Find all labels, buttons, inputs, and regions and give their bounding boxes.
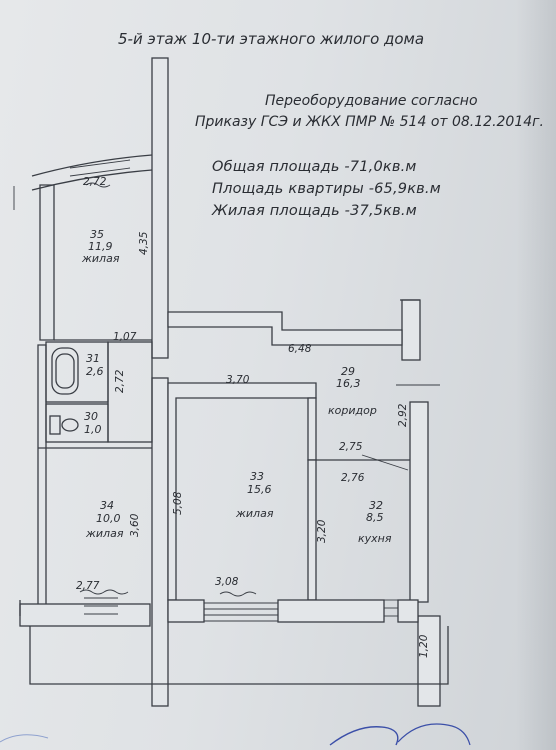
room-34-area: 10,0 <box>96 512 121 525</box>
wall-bottom-mid2 <box>277 599 385 623</box>
wall-corridor-top <box>167 311 403 346</box>
room-29-area: 16,3 <box>336 377 361 390</box>
room-35-number: 35 <box>90 228 104 241</box>
dim-kitchen-top: 2,75 <box>339 441 363 453</box>
room-31-number: 31 <box>86 352 100 365</box>
room-34-type: жилая <box>86 527 124 540</box>
room-35-area: 11,9 <box>88 240 113 253</box>
page-shadow <box>516 0 556 750</box>
room-29-number: 29 <box>341 365 355 378</box>
toilet-tank <box>49 415 61 435</box>
room-33-number: 33 <box>250 470 264 483</box>
living-area: Жилая площадь -37,5кв.м <box>212 203 417 219</box>
door-swing-kitchen <box>361 454 409 471</box>
bathtub-icon <box>51 347 79 395</box>
bath-duct <box>107 341 153 443</box>
dim-kitchen-width: 2,76 <box>341 472 365 484</box>
room-32-area: 8,5 <box>366 511 384 524</box>
room-29-type: коридор <box>328 404 377 417</box>
wall-bottom-mid1 <box>167 599 205 623</box>
room-30-area: 1,0 <box>84 423 102 436</box>
room-33-area: 15,6 <box>247 483 272 496</box>
toilet-icon <box>61 418 79 432</box>
room-30-number: 30 <box>84 410 98 423</box>
wall-column-upper <box>151 57 169 359</box>
reequip-line-2: Приказу ГСЭ и ЖКХ ПМР № 514 от 08.12.201… <box>195 114 544 130</box>
dim-corridor-width: 6,48 <box>288 343 312 355</box>
balcony-outline <box>29 626 449 685</box>
room-32-number: 32 <box>369 499 383 512</box>
room-34-number: 34 <box>100 499 114 512</box>
dim-33-top: 3,70 <box>226 374 250 386</box>
room-31-area: 2,6 <box>86 365 104 378</box>
wall-curve-top <box>31 154 153 177</box>
total-area: Общая площадь -71,0кв.м <box>212 159 417 175</box>
room-35-type: жилая <box>82 252 120 265</box>
bathtub-inner <box>55 353 75 389</box>
wall-bottom-right <box>397 599 419 623</box>
reequip-line-1: Переоборудование согласно <box>265 93 478 109</box>
dim-duct-width: 1,07 <box>113 331 137 343</box>
wall-right-middle <box>409 401 429 603</box>
floor-title: 5-й этаж 10-ти этажного жилого дома <box>118 30 425 48</box>
apartment-area: Площадь квартиры -65,9кв.м <box>212 181 441 197</box>
room-32-type: кухня <box>358 532 392 545</box>
dim-33-bottom: 3,08 <box>215 576 239 588</box>
dim-35-width: 2,72 <box>83 176 107 188</box>
dim-34-bottom: 2,77 <box>76 580 100 592</box>
room-33-type: жилая <box>236 507 274 520</box>
wall-curve-inner <box>31 169 153 191</box>
